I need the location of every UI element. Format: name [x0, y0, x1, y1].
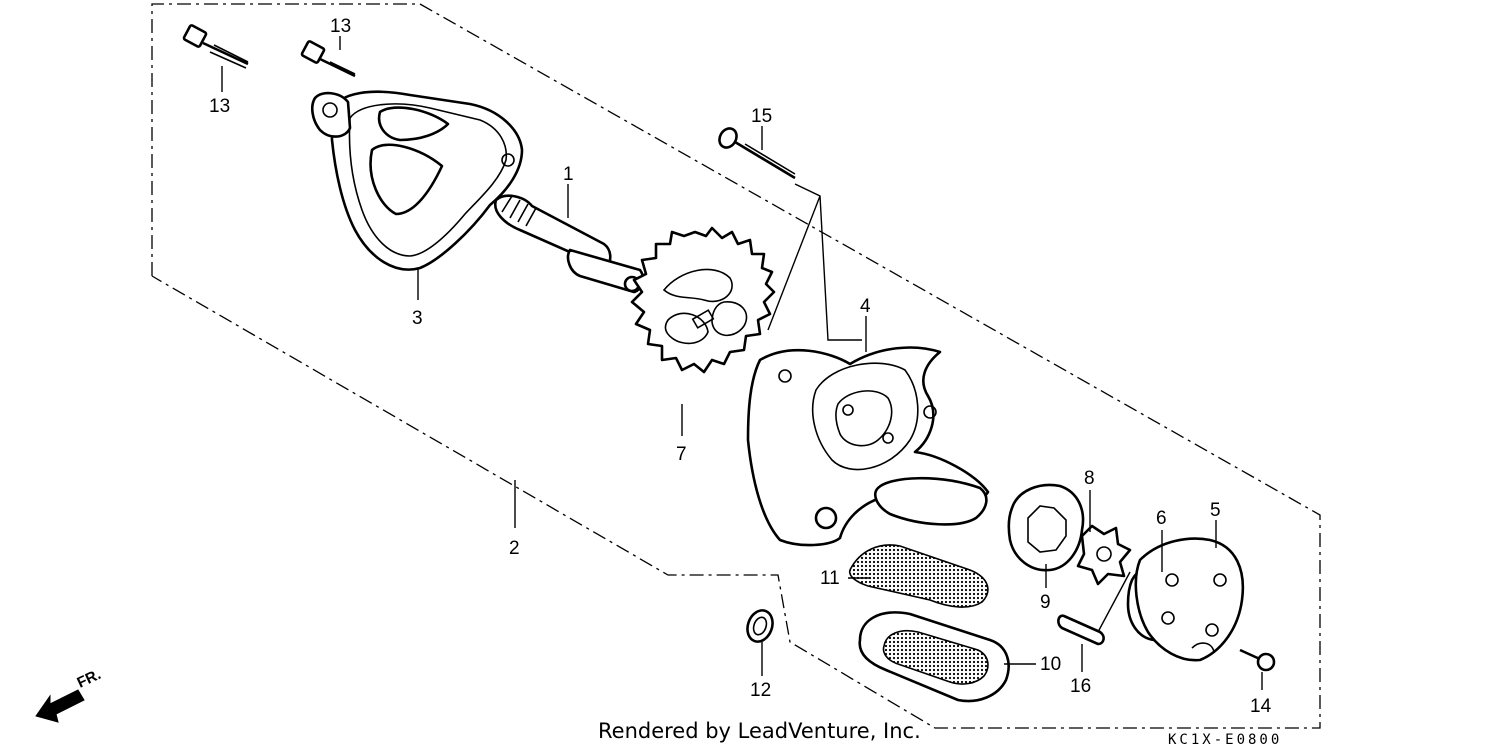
callout-10: 10	[1040, 654, 1061, 675]
part-10-strainer-frame[interactable]	[858, 611, 1010, 703]
part-5-pump-end-cover[interactable]	[1134, 537, 1245, 662]
callout-7: 7	[676, 444, 687, 465]
callout-14: 14	[1250, 696, 1272, 717]
part-9-outer-rotor[interactable]	[1007, 483, 1085, 572]
callout-4: 4	[860, 296, 871, 317]
callout-11: 11	[820, 568, 840, 589]
assembly-boundary	[151, 3, 1321, 729]
callout-labels: 13 13 15 1 3 4 7 8 6 5 2 11 9 10 16 12 1…	[209, 16, 1272, 717]
callout-5: 5	[1210, 500, 1221, 521]
part-3-pump-cover[interactable]	[310, 90, 524, 271]
callout-12: 12	[750, 680, 771, 701]
render-credit: Rendered by LeadVenture, Inc.	[598, 719, 921, 743]
callout-13-bolt-left: 13	[209, 96, 230, 117]
callout-2: 2	[509, 538, 520, 559]
part-4-pump-body[interactable]	[746, 346, 990, 547]
callout-6: 6	[1156, 508, 1167, 529]
callout-16: 16	[1070, 676, 1091, 697]
callout-15: 15	[751, 106, 772, 127]
part-13-bolt-right[interactable]	[300, 40, 356, 78]
front-label: FR.	[75, 666, 104, 692]
leader-lines	[221, 36, 1263, 690]
callout-3: 3	[412, 308, 423, 329]
callout-13-bolt-right: 13	[330, 16, 351, 37]
part-12-washer[interactable]	[743, 607, 776, 645]
callout-8: 8	[1084, 468, 1095, 489]
part-7-drive-sprocket[interactable]	[630, 226, 776, 374]
callout-1: 1	[563, 164, 574, 185]
part-15-screw[interactable]	[716, 125, 796, 180]
part-14-screw[interactable]	[1239, 648, 1276, 672]
part-11-strainer-screen[interactable]	[848, 544, 989, 608]
diagram-code: KC1X-E0800	[1168, 732, 1282, 748]
part-13-bolt-left[interactable]	[182, 24, 249, 69]
part-1-pump-shaft[interactable]	[493, 194, 645, 294]
part-16-dowel-pin[interactable]	[1057, 614, 1105, 646]
front-direction-arrow-icon: FR.	[35, 666, 104, 723]
callout-9: 9	[1040, 592, 1051, 613]
part-8-inner-rotor[interactable]	[1076, 524, 1132, 586]
